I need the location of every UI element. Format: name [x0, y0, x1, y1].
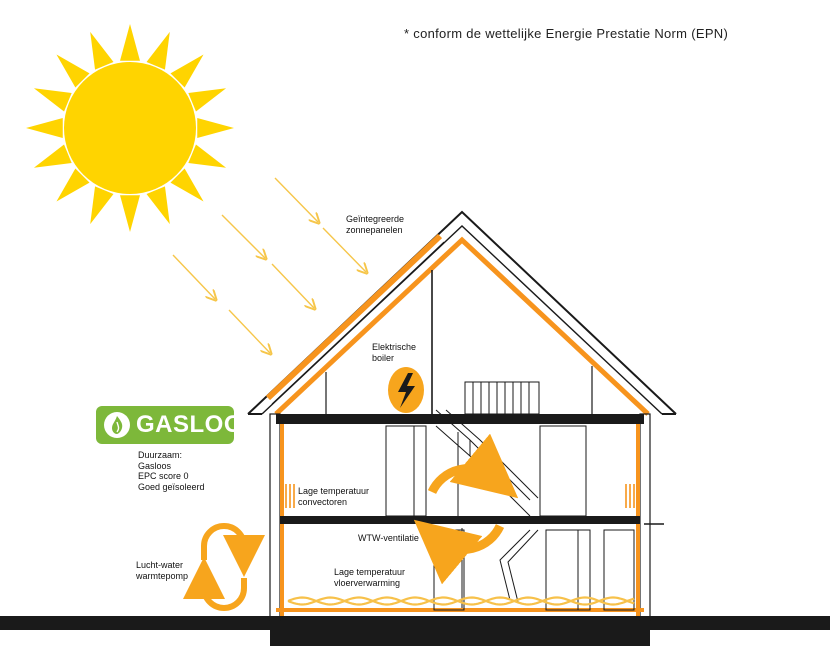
epn-note: * conform de wettelijke Energie Prestati… — [404, 26, 729, 41]
sun-ray — [56, 54, 90, 88]
flame-leaf-icon — [104, 412, 130, 438]
attic-railing — [464, 381, 540, 415]
lightning-bolt-icon — [388, 367, 424, 413]
solar-panel-strip — [265, 233, 443, 401]
sun-ray-arrows — [172, 177, 366, 353]
label-ventilation: WTW-ventilatie — [358, 533, 419, 543]
sun-ray — [188, 144, 227, 168]
floor-heating-wave-icon — [287, 596, 635, 606]
gasloos-badge: GASLOOS — [96, 406, 259, 444]
sun-ray — [197, 118, 234, 138]
convector-right — [625, 484, 635, 508]
sun-ray — [170, 54, 204, 88]
sun-ray — [188, 88, 227, 112]
label-solar-panels: Geïntegreerde zonnepanelen — [346, 214, 405, 235]
staircase — [435, 409, 539, 608]
sun-ray — [170, 168, 204, 202]
sun-ray — [90, 31, 114, 70]
badge-text: GASLOOS — [136, 411, 260, 438]
sun-ray — [56, 168, 90, 202]
sun-icon — [26, 24, 234, 232]
label-boiler: Elektrische boiler — [372, 342, 417, 363]
label-floor-heating: Lage temperatuur vloerverwarming — [334, 567, 406, 588]
roof — [247, 210, 677, 416]
sun-ray — [120, 195, 140, 232]
house-walls — [269, 413, 664, 621]
sun-ray — [120, 24, 140, 61]
sun-ray — [26, 118, 63, 138]
convector-left — [285, 484, 295, 508]
sun-ray — [90, 186, 114, 225]
circular-arrows-icon — [413, 433, 519, 585]
sun-ray — [146, 31, 170, 70]
label-sustainable: Duurzaam: Gasloos EPC score 0 Goed geïso… — [138, 450, 205, 492]
sun-ray — [33, 88, 72, 112]
sun-ray — [146, 186, 170, 225]
sun-ray — [33, 144, 72, 168]
label-heat-pump: Lucht-water warmtepomp — [136, 560, 189, 581]
label-convectors: Lage temperatuur convectoren — [298, 486, 370, 507]
heat-pump-cycle-icon — [183, 523, 265, 611]
